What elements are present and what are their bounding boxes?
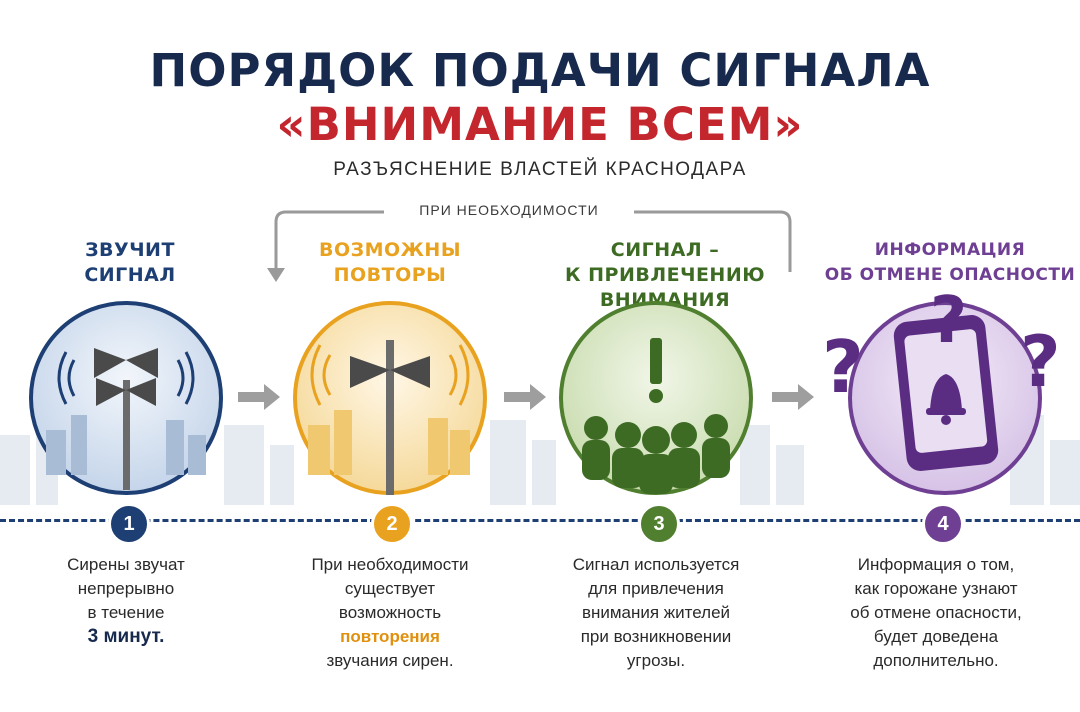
loop-label: ПРИ НЕОБХОДИМОСТИ xyxy=(384,202,634,218)
timeline-dashed-line xyxy=(0,519,1080,522)
step-3-description: Сигнал используется для привлечения вним… xyxy=(572,555,740,670)
page-title: ПОРЯДОК ПОДАЧИ СИГНАЛА xyxy=(149,44,931,97)
phone-bell-question-icon: ? ? ? xyxy=(822,284,1061,495)
siren-tower-icon xyxy=(29,301,223,495)
page-subtitle: РАЗЪЯСНЕНИЕ ВЛАСТЕЙ КРАСНОДАРА xyxy=(333,159,747,180)
step-2-number-badge: 2 xyxy=(371,503,413,545)
svg-text:?: ? xyxy=(1020,321,1061,403)
arrow-right-icon xyxy=(772,384,814,410)
svg-text:?: ? xyxy=(822,325,864,409)
arrow-right-icon xyxy=(504,384,546,410)
step-1-description: Сирены звучат непрерывно в течение 3 мин… xyxy=(67,555,185,647)
step-2-description: При необходимости существует возможность… xyxy=(311,555,469,670)
svg-text:?: ? xyxy=(930,284,967,358)
step-4-number-badge: 4 xyxy=(922,503,964,545)
step-3-number-badge: 3 xyxy=(638,503,680,545)
step-1-number-badge: 1 xyxy=(108,503,150,545)
step-4-description: Информация о том, как горожане узнают об… xyxy=(850,555,1022,670)
arrow-right-icon xyxy=(238,384,280,410)
crowd-exclamation-icon xyxy=(559,301,753,495)
signal-name-title: «ВНИМАНИЕ ВСЕМ» xyxy=(276,98,804,151)
siren-repeat-icon xyxy=(293,301,487,495)
